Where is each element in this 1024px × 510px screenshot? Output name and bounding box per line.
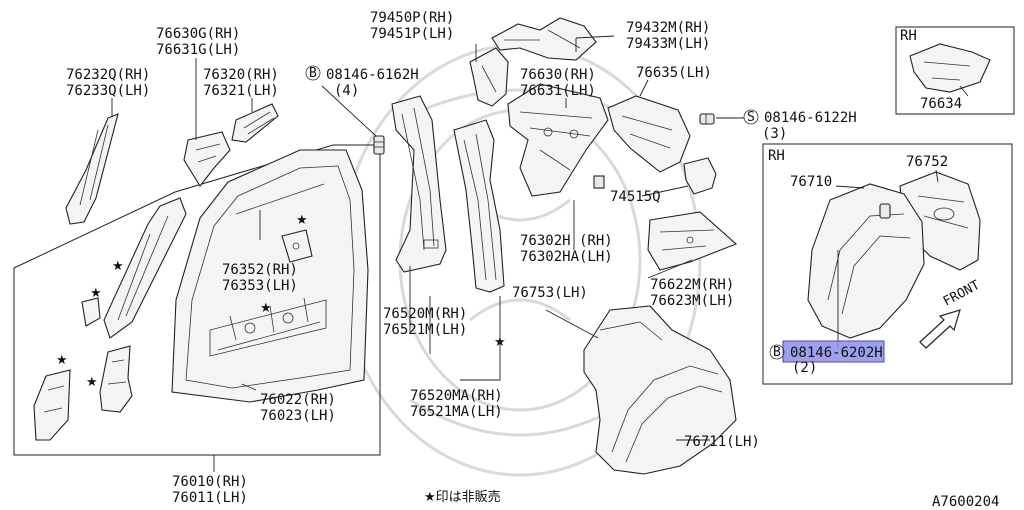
bolt-08146-6162h	[373, 135, 385, 155]
highlight-08146-6202h	[782, 340, 885, 363]
label-76622m: 76622M(RH)	[650, 277, 734, 293]
label-76232q: 76232Q(RH)	[66, 67, 150, 83]
label-76022: 76022(RH)	[260, 392, 336, 408]
label-76520m: 76520M(RH)	[383, 306, 467, 322]
part-rear-lower-b	[33, 369, 71, 441]
diagram-code: A7600204	[932, 494, 999, 510]
front-arrow-icon	[919, 309, 961, 349]
label-rh-inset-top: RH	[900, 28, 917, 44]
svg-text:★: ★	[260, 301, 272, 316]
label-74515q: 74515Q	[610, 189, 661, 205]
label-76630: 76630(RH)	[520, 67, 596, 83]
label-76521m: 76521M(LH)	[383, 322, 467, 338]
bolt-08146-6202h	[879, 203, 891, 219]
label-76320: 76320(RH)	[203, 67, 279, 83]
part-74515q-clip	[593, 157, 717, 195]
b-mark-letter: B	[309, 66, 317, 81]
label-76023: 76023(LH)	[260, 408, 336, 424]
part-76711-wheel-arch	[583, 305, 737, 475]
part-76634-bracket	[909, 43, 991, 93]
label-79450p: 79450P(RH)	[370, 10, 454, 26]
b-mark-icon	[305, 65, 321, 81]
label-76010: 76010(RH)	[172, 474, 248, 490]
screw-08146-6122h	[699, 113, 715, 125]
footnote-not-for-sale: ★印は非販売	[424, 489, 501, 505]
label-08146-6202h-qty: (2)	[792, 360, 817, 376]
part-76710-liner	[807, 183, 925, 339]
leader-lines	[213, 35, 969, 472]
label-76631g: 76631G(LH)	[156, 42, 240, 58]
inset-76634	[895, 26, 1015, 115]
label-08146-6122h-qty: (3)	[762, 126, 787, 142]
label-76233q: 76233Q(LH)	[66, 83, 150, 99]
label-rh-inset-main: RH	[768, 148, 785, 164]
svg-text:★: ★	[86, 375, 98, 390]
part-76232-pillar	[65, 113, 119, 225]
svg-text:★: ★	[90, 286, 102, 301]
s-mark-letter: S	[747, 110, 755, 125]
label-79432m: 79432M(RH)	[626, 20, 710, 36]
part-76320-bracket	[231, 103, 279, 143]
label-76521ma: 76521MA(LH)	[410, 404, 503, 420]
part-79432m-bracket	[491, 17, 597, 61]
svg-text:★: ★	[56, 353, 68, 368]
label-08146-6162h: 08146-6162H	[326, 67, 419, 83]
part-76635-bracket	[607, 95, 691, 173]
part-76010-side-frame	[171, 149, 369, 403]
part-rear-lower-a	[99, 345, 133, 413]
part-labels: 76630G(RH) 76631G(LH) 76232Q(RH) 76233Q(…	[66, 10, 999, 510]
label-76321: 76321(LH)	[203, 83, 279, 99]
part-inner-pillar	[103, 197, 187, 339]
label-08146-6162h-qty: (4)	[334, 83, 359, 99]
label-76635: 76635(LH)	[636, 65, 712, 81]
label-76520ma: 76520MA(RH)	[410, 388, 503, 404]
label-76011: 76011(LH)	[172, 490, 248, 506]
label-76302ha: 76302HA(LH)	[520, 249, 613, 265]
label-76753: 76753(LH)	[512, 285, 588, 301]
label-79451p: 79451P(LH)	[370, 26, 454, 42]
label-76352: 76352(RH)	[222, 262, 298, 278]
part-76520ma-pillar	[453, 119, 505, 293]
label-76711: 76711(LH)	[684, 434, 760, 450]
label-08146-6202h: 08146-6202H	[790, 345, 883, 361]
label-76630g: 76630G(RH)	[156, 26, 240, 42]
part-79450p-bracket	[469, 47, 509, 107]
label-76631: 76631(LH)	[520, 83, 596, 99]
label-76302h: 76302H (RH)	[520, 233, 613, 249]
svg-text:★: ★	[296, 213, 308, 228]
svg-text:★: ★	[112, 259, 124, 274]
label-76634: 76634	[920, 96, 962, 112]
label-76353: 76353(LH)	[222, 278, 298, 294]
b-mark-letter-2: B	[773, 345, 781, 360]
part-76622m-bracket	[647, 211, 738, 271]
label-76752: 76752	[906, 154, 948, 170]
label-front: FRONT	[941, 278, 983, 310]
b-mark-icon-2	[769, 344, 785, 360]
part-76630-bracket	[507, 83, 609, 197]
part-76630g-bracket	[183, 131, 231, 187]
s-mark-icon	[743, 109, 759, 125]
part-76520m-pillar	[391, 95, 447, 273]
label-08146-6122h: 08146-6122H	[764, 110, 857, 126]
label-76710: 76710	[790, 174, 832, 190]
part-76352-bracket	[281, 229, 313, 263]
inset-wheelhouse	[762, 143, 1013, 385]
label-79433m: 79433M(LH)	[626, 36, 710, 52]
part-small-gusset	[81, 297, 101, 327]
label-76623m: 76623M(LH)	[650, 293, 734, 309]
